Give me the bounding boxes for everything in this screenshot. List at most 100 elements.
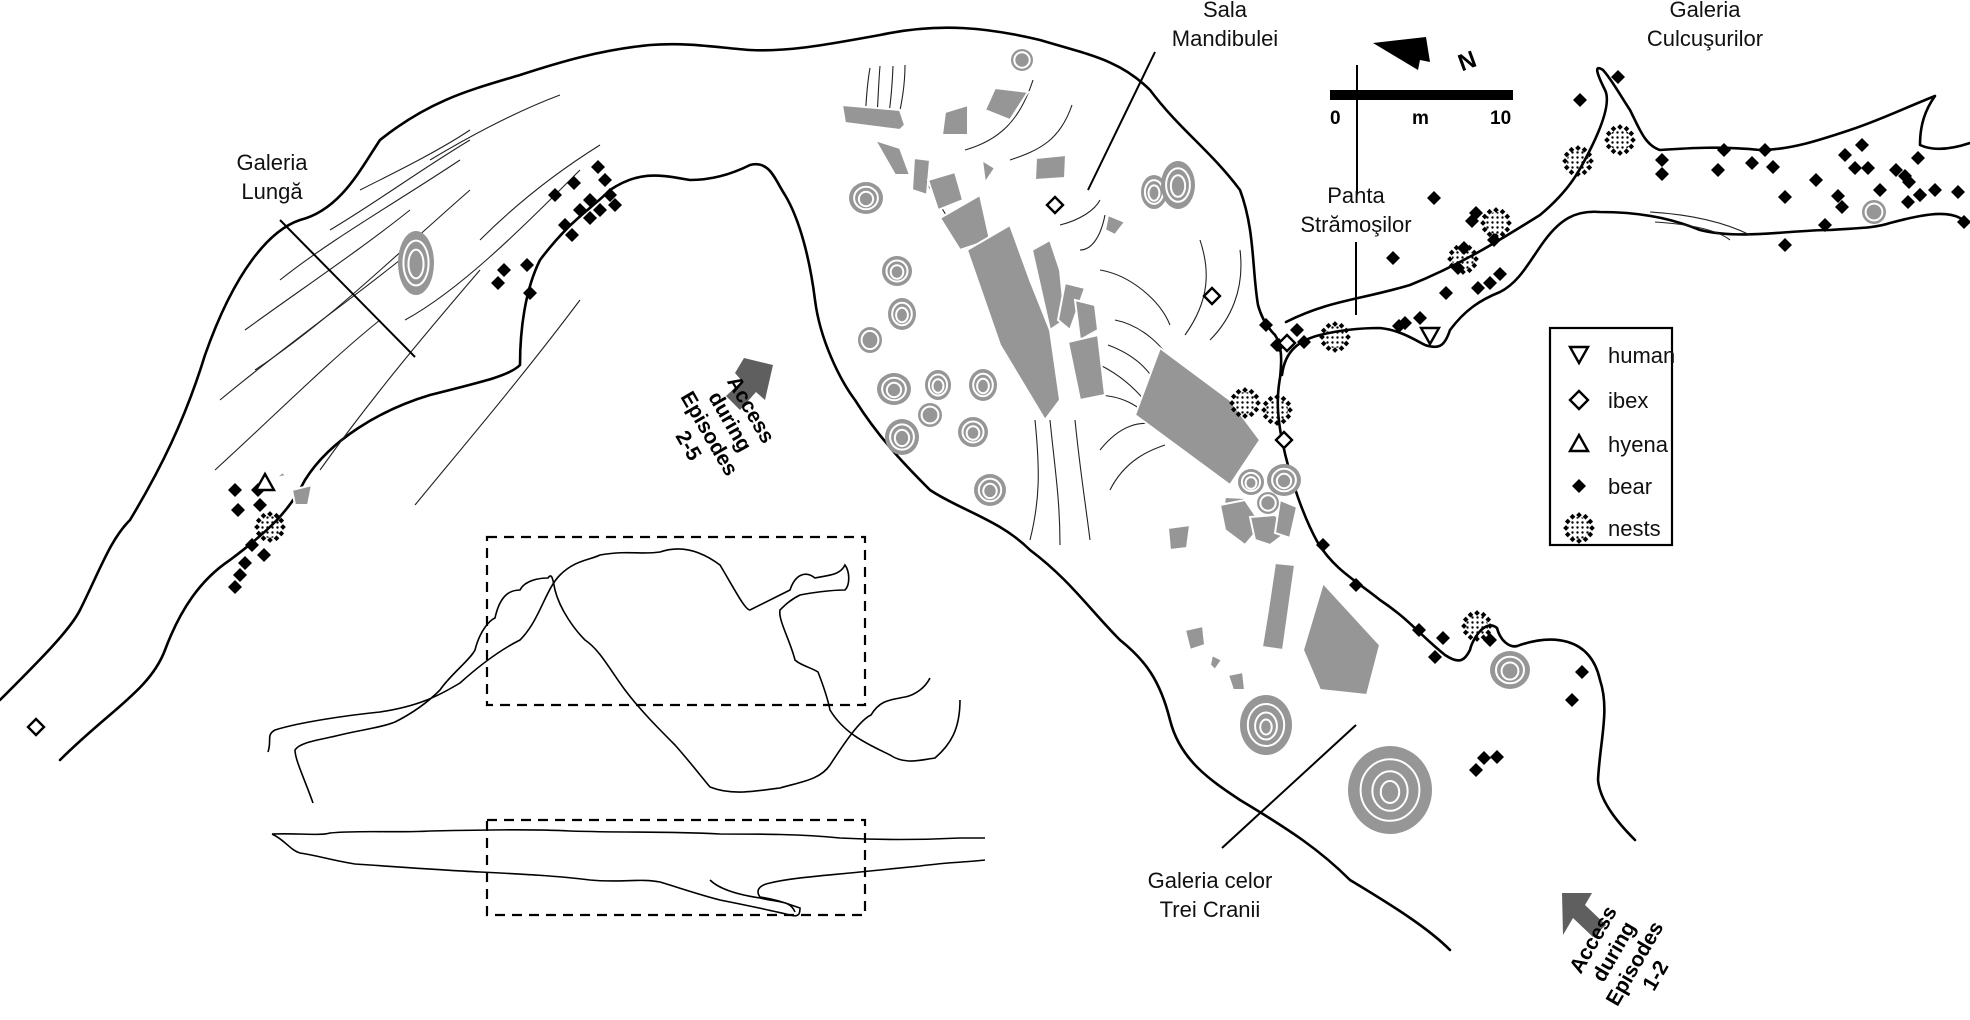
bear-marker-icon (1316, 538, 1330, 552)
label-galeria-lunga-1: Galeria (237, 150, 309, 175)
legend-item-human: human (1567, 343, 1675, 368)
label-panta-stramosilor-2: Strămoşilor (1300, 212, 1411, 237)
gallery-labels: Galeria Lungă Sala Mandibulei Galeria Cu… (237, 0, 1764, 922)
stalagmite-21 (398, 231, 434, 295)
bear-marker-icon (548, 188, 562, 202)
stalagmite-15 (1267, 464, 1301, 496)
bear-marker-icon (257, 548, 271, 562)
bear-marker-icon (1766, 160, 1780, 174)
bear-marker-icon (608, 198, 622, 212)
stalagmite-13 (1161, 161, 1195, 209)
stalagmite-3 (888, 298, 916, 330)
bear-marker-icon (1493, 267, 1507, 281)
stalagmite-0 (1011, 49, 1033, 71)
nest-marker-icon (1229, 387, 1261, 419)
bear-marker-icon (228, 483, 242, 497)
scale-bar-line (1330, 90, 1513, 100)
leader-lines (279, 51, 1358, 849)
stalagmite-17 (1240, 695, 1292, 755)
inset-profile-lower (271, 833, 986, 917)
nest-marker-icon (1447, 243, 1479, 275)
ibex-marker-icon (1202, 286, 1222, 306)
bear-marker-icon (573, 203, 587, 217)
nest-dotted-circle-icon (1563, 512, 1595, 544)
panta-upper-wall (1284, 66, 1970, 324)
stalagmite-7 (918, 403, 942, 427)
legend-item-bear: bear (1572, 474, 1652, 499)
stalagmite-19 (1490, 651, 1530, 689)
legend-label-hyena: hyena (1608, 432, 1669, 457)
scale-end: 10 (1490, 108, 1511, 129)
bear-marker-icon (1611, 70, 1625, 84)
stalagmite-18 (1348, 746, 1432, 834)
stalagmite-1 (849, 182, 883, 214)
label-panta-stramosilor-1: Panta (1327, 183, 1385, 208)
inset-plan-inner (294, 575, 931, 804)
scale-bar: 0 m 10 (1330, 90, 1513, 129)
bear-marker-icon (583, 211, 597, 225)
bear-marker-icon (558, 218, 572, 232)
stalagmite-16 (1257, 492, 1279, 514)
legend-label-human: human (1608, 343, 1675, 368)
bear-marker-icon (565, 228, 579, 242)
bear-diamond-icon (1572, 479, 1586, 493)
bear-marker-icon (245, 538, 259, 552)
access-arrow-icon (1562, 893, 1606, 937)
bear-marker-icon (1717, 143, 1731, 157)
bear-marker-icon (1835, 200, 1849, 214)
label-galeria-trei-cranii-1: Galeria celor (1148, 868, 1273, 893)
scale-unit: m (1412, 108, 1429, 129)
bear-marker-icon (1778, 190, 1792, 204)
ibex-marker-icon (1045, 195, 1065, 215)
nest-marker-icon (1319, 321, 1351, 353)
bear-marker-icon (1483, 276, 1497, 290)
access-arrow-episodes-1-2: Access during Episodes 1-2 (1562, 893, 1673, 1010)
label-sala-mandibulei-2: Mandibulei (1172, 26, 1278, 51)
nest-marker-icon (1604, 124, 1636, 156)
bear-marker-icon (1439, 286, 1453, 300)
bear-marker-icon (598, 173, 612, 187)
inset-plan-outer (267, 548, 961, 762)
bear-marker-icon (1655, 153, 1669, 167)
nest-marker-icon (254, 511, 286, 543)
legend-box (1548, 326, 1674, 547)
bear-marker-icon (1848, 161, 1862, 175)
inset-profile-upper (271, 829, 985, 841)
ibex-diamond-icon (1568, 389, 1590, 411)
leader-galeria-trei-cranii (1221, 724, 1357, 849)
legend-item-nests: nests (1563, 512, 1661, 544)
stalagmite-11 (974, 474, 1006, 506)
bear-marker-icon (1349, 578, 1363, 592)
inset-plan-frame (485, 535, 867, 707)
ibex-marker-icon (1274, 430, 1294, 450)
inset-profile-frame (485, 818, 867, 917)
stalagmite-20 (1862, 200, 1886, 224)
bear-marker-icon (1957, 215, 1970, 229)
bear-marker-icon (1711, 163, 1725, 177)
bear-marker-icon (1427, 191, 1441, 205)
bear-marker-icon (1575, 665, 1589, 679)
bear-marker-icon (1477, 751, 1491, 765)
bear-marker-icon (1413, 311, 1427, 325)
bear-marker-icon (228, 580, 242, 594)
bear-marker-icon (1818, 218, 1832, 232)
north-arrow-icon (1373, 37, 1430, 70)
bear-marker-icon (1855, 138, 1869, 152)
label-galeria-culcusurilor-1: Galeria (1670, 0, 1742, 22)
north-label: N (1455, 46, 1481, 77)
bear-marker-icon (1902, 175, 1916, 189)
nest-marker-icon (1562, 145, 1594, 177)
bear-marker-icon (1911, 151, 1925, 165)
bear-marker-icon (1469, 763, 1483, 777)
outer-wall (0, 26, 1277, 702)
bear-marker-icon (1809, 173, 1823, 187)
bear-marker-icon (1873, 183, 1887, 197)
legend-label-ibex: ibex (1608, 388, 1648, 413)
hyena-marker-icon (253, 471, 277, 492)
bear-marker-icon (593, 203, 607, 217)
north-arrow: N (1373, 37, 1480, 77)
label-galeria-culcusurilor-2: Culcuşurilor (1647, 26, 1763, 51)
leader-galeria-lunga (279, 219, 416, 358)
human-triangle-down-icon (1567, 345, 1591, 366)
